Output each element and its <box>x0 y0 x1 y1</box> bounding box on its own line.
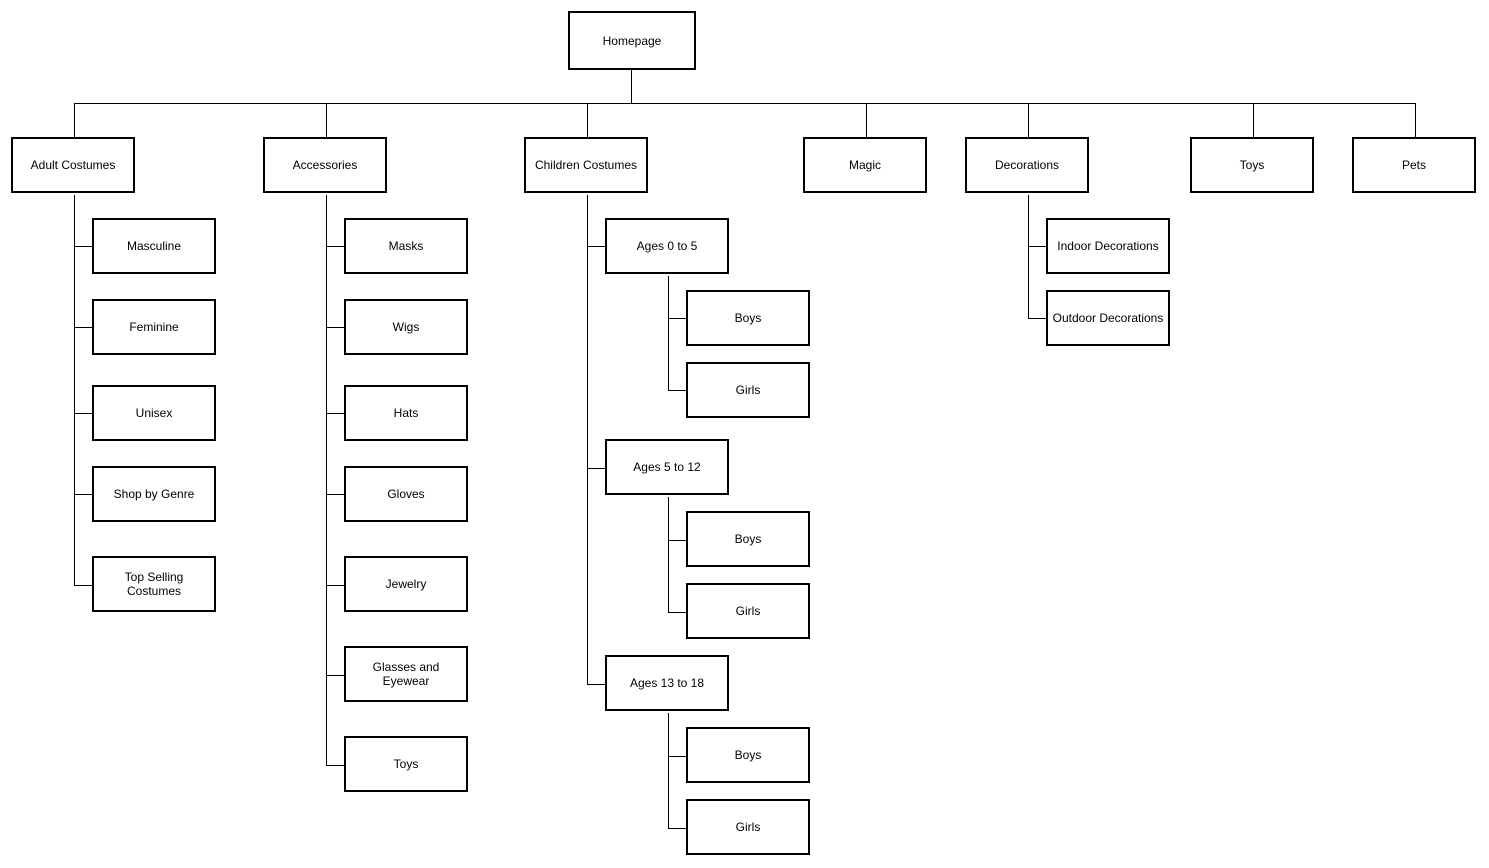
node-indoor-decorations: Indoor Decorations <box>1046 218 1170 274</box>
connector <box>668 713 669 829</box>
node-accessories-toys: Toys <box>344 736 468 792</box>
node-adult-costumes: Adult Costumes <box>11 137 135 193</box>
connector <box>74 413 92 414</box>
node-ages-5-to-12: Ages 5 to 12 <box>605 439 729 495</box>
node-masks: Masks <box>344 218 468 274</box>
node-gloves: Gloves <box>344 466 468 522</box>
node-homepage: Homepage <box>568 11 696 70</box>
node-magic: Magic <box>803 137 927 193</box>
node-ages-0-to-5-boys: Boys <box>686 290 810 346</box>
connector <box>587 246 605 247</box>
connector <box>74 494 92 495</box>
connector <box>1253 103 1254 137</box>
node-ages-5-to-12-boys: Boys <box>686 511 810 567</box>
connector <box>668 390 686 391</box>
connector <box>1028 103 1029 137</box>
connector <box>74 585 92 586</box>
node-ages-13-to-18-girls: Girls <box>686 799 810 855</box>
connector <box>326 494 344 495</box>
connector <box>587 103 588 137</box>
connector <box>668 828 686 829</box>
node-wigs: Wigs <box>344 299 468 355</box>
node-accessories: Accessories <box>263 137 387 193</box>
node-shop-by-genre: Shop by Genre <box>92 466 216 522</box>
node-hats: Hats <box>344 385 468 441</box>
node-ages-0-to-5-girls: Girls <box>686 362 810 418</box>
connector <box>74 103 1416 104</box>
connector <box>326 413 344 414</box>
node-ages-5-to-12-girls: Girls <box>686 583 810 639</box>
node-ages-13-to-18: Ages 13 to 18 <box>605 655 729 711</box>
connector <box>587 684 605 685</box>
connector <box>326 246 344 247</box>
connector <box>587 195 588 685</box>
node-top-selling-costumes: Top Selling Costumes <box>92 556 216 612</box>
node-outdoor-decorations: Outdoor Decorations <box>1046 290 1170 346</box>
connector <box>74 195 75 586</box>
connector <box>1028 195 1029 319</box>
connector <box>326 585 344 586</box>
node-jewelry: Jewelry <box>344 556 468 612</box>
node-unisex: Unisex <box>92 385 216 441</box>
connector <box>1415 103 1416 137</box>
node-ages-0-to-5: Ages 0 to 5 <box>605 218 729 274</box>
node-pets: Pets <box>1352 137 1476 193</box>
node-children-costumes: Children Costumes <box>524 137 648 193</box>
connector <box>668 497 669 613</box>
connector <box>1028 246 1046 247</box>
connector <box>587 468 605 469</box>
node-feminine: Feminine <box>92 299 216 355</box>
node-decorations: Decorations <box>965 137 1089 193</box>
connector <box>866 103 867 137</box>
node-ages-13-to-18-boys: Boys <box>686 727 810 783</box>
connector <box>668 276 669 391</box>
connector <box>668 612 686 613</box>
connector <box>326 675 344 676</box>
connector <box>668 540 686 541</box>
node-toys: Toys <box>1190 137 1314 193</box>
connector <box>326 765 344 766</box>
connector <box>668 756 686 757</box>
connector <box>631 69 632 103</box>
node-glasses-and-eyewear: Glasses and Eyewear <box>344 646 468 702</box>
connector <box>74 246 92 247</box>
connector <box>326 327 344 328</box>
connector <box>326 195 327 766</box>
connector <box>74 327 92 328</box>
node-masculine: Masculine <box>92 218 216 274</box>
connector <box>326 103 327 137</box>
connector <box>668 318 686 319</box>
connector <box>74 103 75 137</box>
connector <box>1028 318 1046 319</box>
